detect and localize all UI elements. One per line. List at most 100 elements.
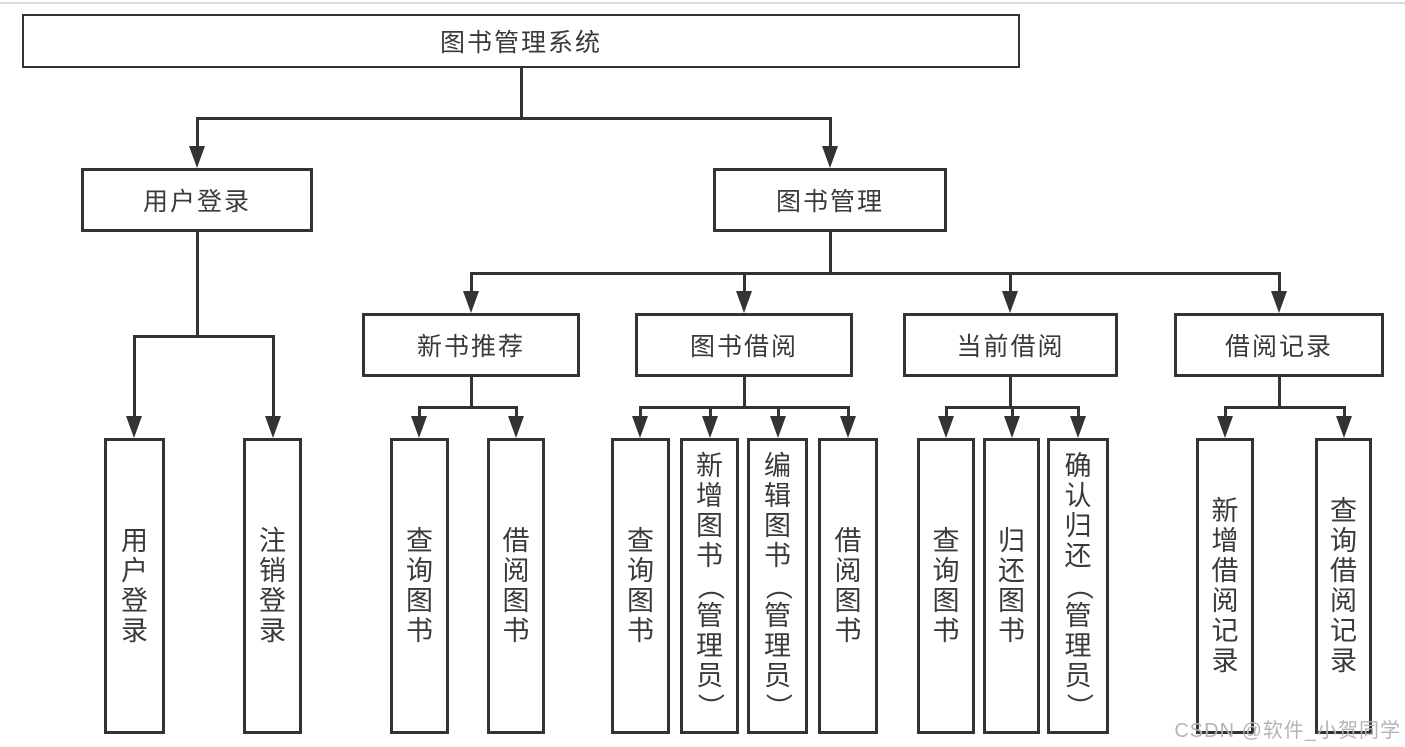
arrowhead-icon <box>1004 416 1020 438</box>
vertical-char: 图 <box>834 585 862 616</box>
vertical-char: 书 <box>502 615 530 646</box>
leaf-borrow-books-1: 借阅图书 <box>487 438 545 734</box>
connector-hline <box>195 116 832 120</box>
connector-vline <box>1277 377 1281 407</box>
arrowhead-icon <box>1217 416 1233 438</box>
arrowhead-icon <box>126 416 142 438</box>
arrowhead-icon <box>736 291 752 313</box>
vertical-char: 理 <box>1064 630 1092 661</box>
vertical-char: 确 <box>1064 450 1092 481</box>
vertical-char: 管 <box>764 600 791 631</box>
vertical-char: 理 <box>764 630 791 661</box>
vertical-char: 辑 <box>764 480 791 511</box>
vertical-char: 询 <box>406 555 433 586</box>
node-label: 编辑图书（管理员） <box>750 441 805 731</box>
vertical-char: 增 <box>696 480 723 511</box>
leaf-query-books-3: 查询图书 <box>917 438 975 734</box>
vertical-char: 询 <box>627 555 654 586</box>
vertical-char: 书 <box>932 615 960 646</box>
vertical-char: 录 <box>259 615 286 646</box>
vertical-char: 编 <box>764 450 791 481</box>
connector-vline <box>828 232 832 273</box>
node-label: 借阅图书 <box>821 441 875 731</box>
arrowhead-icon <box>770 416 786 438</box>
arrowhead-icon <box>840 416 856 438</box>
connector-vline <box>195 118 199 162</box>
connector-vline <box>195 232 199 336</box>
vertical-char: 借 <box>1330 555 1357 586</box>
node-root: 图书管理系统 <box>22 14 1020 68</box>
vertical-char: 记 <box>1330 615 1357 646</box>
vertical-char: 注 <box>259 525 286 556</box>
connector-vline <box>469 377 473 407</box>
vertical-char: 录 <box>1211 645 1239 676</box>
node-label: 查询借阅记录 <box>1318 441 1369 731</box>
connector-vline <box>132 336 136 432</box>
arrowhead-icon <box>1336 416 1352 438</box>
connector-hline <box>469 271 1281 275</box>
vertical-char: ） <box>1063 692 1094 720</box>
arrowhead-icon <box>1070 416 1086 438</box>
vertical-char: 书 <box>406 615 433 646</box>
node-label: 新书推荐 <box>416 333 525 361</box>
vertical-char: 新 <box>696 450 723 481</box>
vertical-char: 借 <box>834 525 862 556</box>
leaf-add-borrow-record: 新增借阅记录 <box>1196 438 1254 734</box>
vertical-char: 查 <box>627 525 654 556</box>
node-label: 用户登录 <box>142 188 251 216</box>
leaf-edit-books-admin: 编辑图书（管理员） <box>747 438 808 734</box>
vertical-char: 查 <box>406 525 433 556</box>
vertical-char: 查 <box>932 525 960 556</box>
node-new-book-recommend: 新书推荐 <box>362 313 580 377</box>
vertical-char: 图 <box>764 510 791 541</box>
connector-vline <box>742 273 746 307</box>
arrowhead-icon <box>702 416 718 438</box>
leaf-confirm-return-admin: 确认归还（管理员） <box>1047 438 1109 734</box>
vertical-char: 图 <box>932 585 960 616</box>
vertical-char: 录 <box>1330 645 1357 676</box>
vertical-char: 图 <box>502 585 530 616</box>
vertical-char: 管 <box>696 600 723 631</box>
vertical-char: 图 <box>998 585 1025 616</box>
vertical-char: 用 <box>121 525 148 556</box>
arrowhead-icon <box>1271 291 1287 313</box>
vertical-char: 询 <box>1330 525 1357 556</box>
leaf-query-borrow-record: 查询借阅记录 <box>1315 438 1372 734</box>
node-label: 当前借阅 <box>956 333 1065 361</box>
vertical-char: 书 <box>764 540 791 571</box>
connector-vline <box>1277 273 1281 307</box>
connector-vline <box>271 336 275 432</box>
connector-hline <box>132 334 275 338</box>
node-book-management: 图书管理 <box>713 168 947 232</box>
vertical-char: 图 <box>696 510 723 541</box>
page-top-divider <box>0 2 1405 4</box>
leaf-borrow-books-2: 借阅图书 <box>818 438 878 734</box>
node-label: 新增图书（管理员） <box>683 441 736 731</box>
leaf-user-login: 用户登录 <box>104 438 165 734</box>
vertical-char: 阅 <box>502 555 530 586</box>
vertical-char: 阅 <box>1330 585 1357 616</box>
leaf-return-books: 归还图书 <box>983 438 1040 734</box>
arrowhead-icon <box>632 416 648 438</box>
node-label: 图书管理系统 <box>439 29 602 57</box>
vertical-char: 户 <box>121 555 148 586</box>
node-label: 查询图书 <box>920 441 972 731</box>
arrowhead-icon <box>508 416 524 438</box>
node-label: 归还图书 <box>986 441 1037 731</box>
vertical-char: 登 <box>121 585 148 616</box>
vertical-char: 录 <box>121 615 148 646</box>
vertical-char: 销 <box>259 555 286 586</box>
node-label: 新增借阅记录 <box>1199 441 1251 731</box>
csdn-watermark: CSDN @软件_小贺同学 <box>1174 720 1401 742</box>
connector-vline <box>742 377 746 407</box>
vertical-char: 还 <box>998 555 1025 586</box>
node-user-login: 用户登录 <box>81 168 313 232</box>
vertical-char: 借 <box>502 525 530 556</box>
vertical-char: 归 <box>1064 510 1092 541</box>
node-label: 查询图书 <box>614 441 667 731</box>
arrowhead-icon <box>265 416 281 438</box>
arrowhead-icon <box>411 416 427 438</box>
vertical-char: 记 <box>1211 615 1239 646</box>
node-label: 借阅图书 <box>490 441 542 731</box>
node-label: 用户登录 <box>107 441 162 731</box>
